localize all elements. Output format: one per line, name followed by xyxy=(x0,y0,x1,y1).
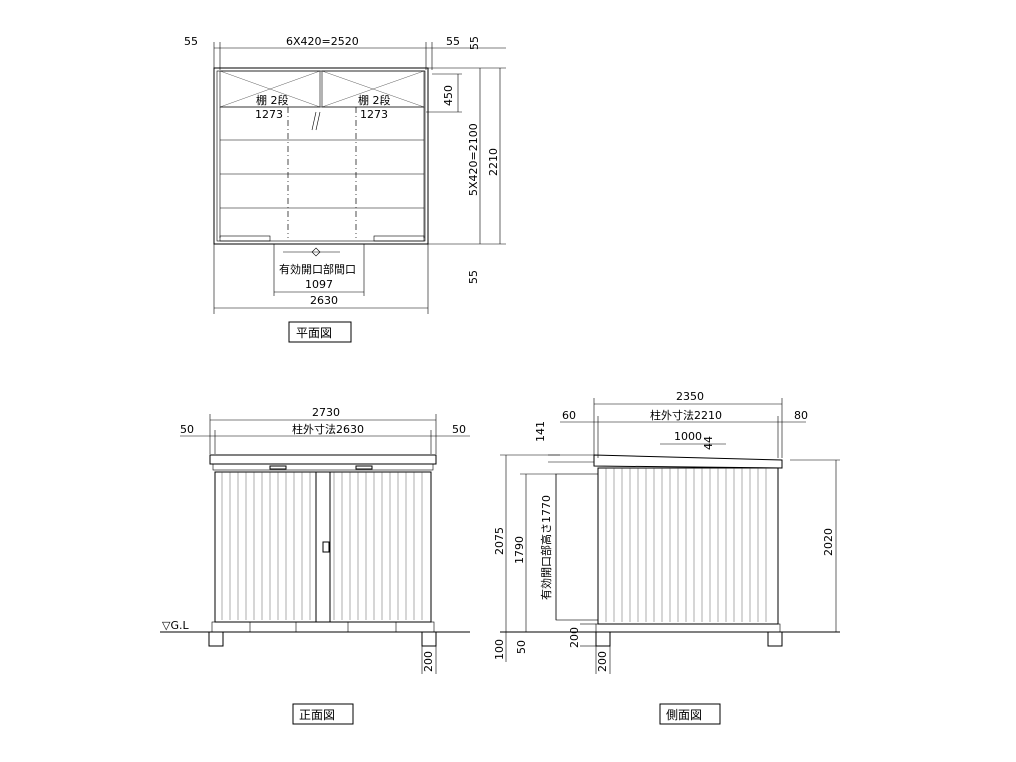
side-col-label: 柱外寸法2210 xyxy=(650,408,722,422)
front-dim-50-left: 50 xyxy=(180,423,194,436)
plan-dim-right-b: 55 xyxy=(468,36,481,50)
side-dim-200-a: 200 xyxy=(568,627,581,648)
plan-shelf-left-label: 棚 2段 xyxy=(256,93,289,107)
plan-dim-2210: 2210 xyxy=(487,148,500,176)
plan-door-label: 有効開口部間口 xyxy=(279,262,356,276)
side-dim-1790: 1790 xyxy=(513,536,526,564)
plan-dim-450: 450 xyxy=(442,85,455,106)
side-dim-60: 60 xyxy=(562,409,576,422)
side-dim-2350: 2350 xyxy=(676,390,704,403)
plan-shelf-right-label: 棚 2段 xyxy=(358,93,391,107)
plan-caption: 平面図 xyxy=(296,326,332,340)
side-wall xyxy=(597,467,779,625)
plan-roof-outline xyxy=(213,67,429,245)
plan-dim-2630: 2630 xyxy=(310,294,338,307)
front-dim-50-right: 50 xyxy=(452,423,466,436)
side-dim-50: 50 xyxy=(515,640,528,654)
front-view: 2730 50 柱外寸法2630 50 xyxy=(160,406,470,725)
side-dim-2075: 2075 xyxy=(493,527,506,555)
plan-dim-right-a: 55 xyxy=(446,35,460,48)
plan-dim-1097: 1097 xyxy=(305,278,333,291)
side-door-height: 有効開口部高さ1770 xyxy=(539,495,553,600)
plan-dim-55-bottom: 55 xyxy=(467,270,480,284)
side-dim-200-b: 200 xyxy=(596,651,609,672)
side-dim-1000: 1000 xyxy=(674,430,702,443)
plan-view: 55 6X420=2520 55 55 棚 2段 棚 2段 1273 1273 xyxy=(184,35,506,343)
side-dim-44: 44 xyxy=(702,436,715,450)
front-caption: 正面図 xyxy=(299,708,335,722)
side-dim-100: 100 xyxy=(493,639,506,660)
plan-dim-1273-left: 1273 xyxy=(255,108,283,121)
plan-dim-5x420: 5X420=2100 xyxy=(467,123,480,196)
front-col-label: 柱外寸法2630 xyxy=(292,422,364,436)
side-dim-2020: 2020 xyxy=(822,528,835,556)
side-roof xyxy=(593,454,783,469)
side-caption: 側面図 xyxy=(666,708,702,722)
plan-dim-1273-right: 1273 xyxy=(360,108,388,121)
door-handle-icon xyxy=(322,541,330,553)
front-dim-2730: 2730 xyxy=(312,406,340,419)
side-view: 2350 60 柱外寸法2210 80 141 1000 44 xyxy=(493,390,840,725)
front-gl-label: ▽G.L xyxy=(162,619,189,632)
side-dim-141: 141 xyxy=(534,421,547,442)
plan-dim-left: 55 xyxy=(184,35,198,48)
side-dim-80: 80 xyxy=(794,409,808,422)
plan-dim-top: 6X420=2520 xyxy=(286,35,359,48)
front-dim-200: 200 xyxy=(422,651,435,672)
